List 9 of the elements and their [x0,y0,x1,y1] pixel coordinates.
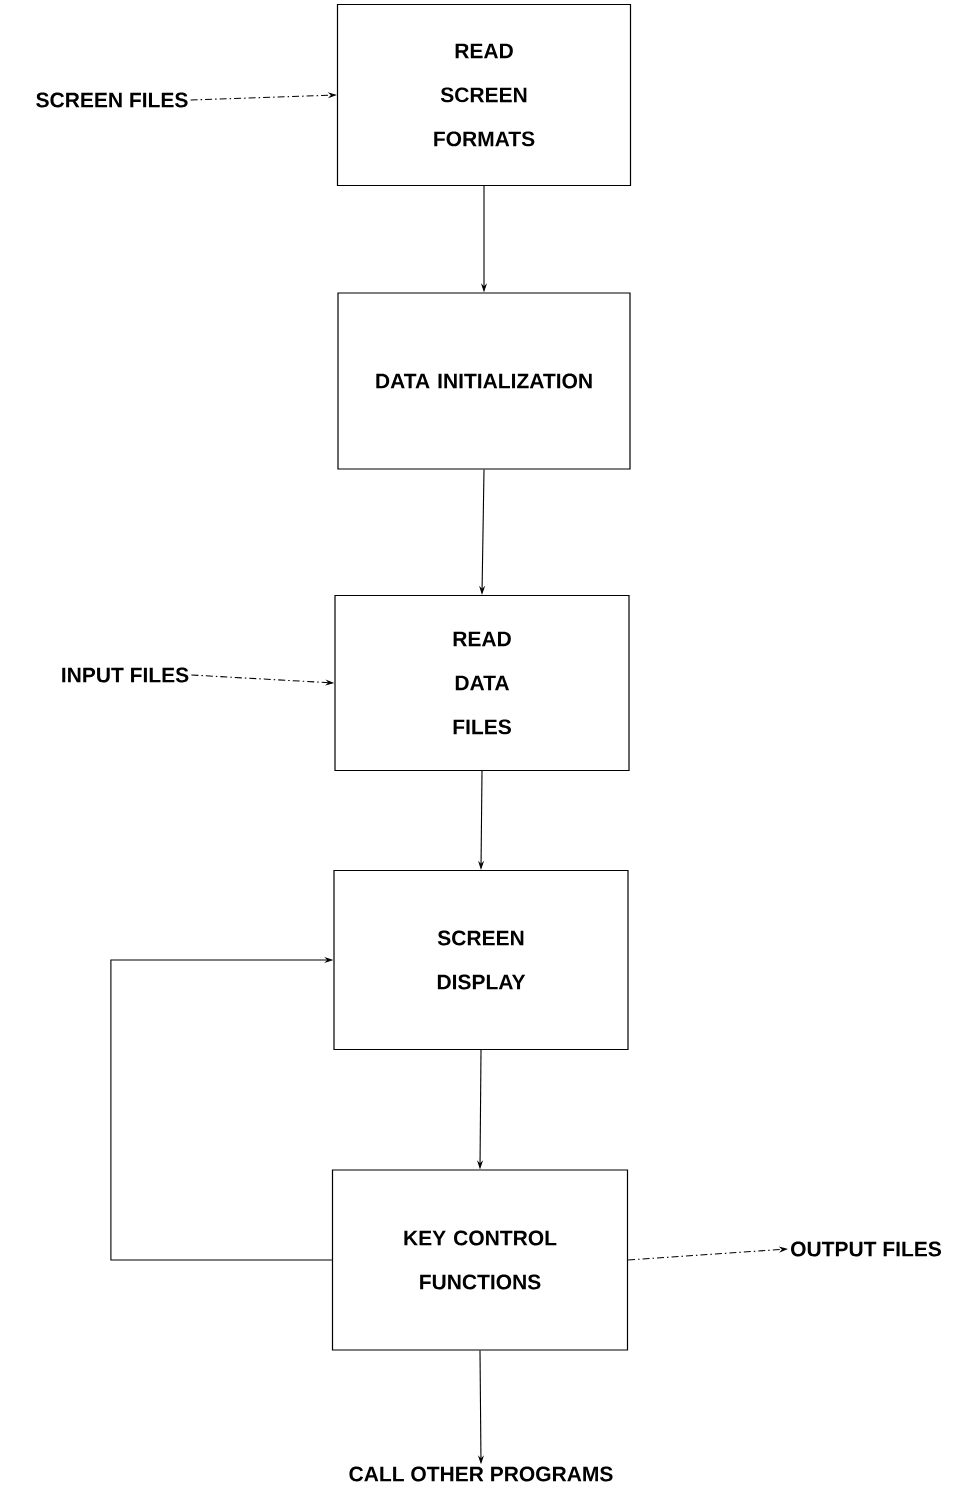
process-box: READ DATA FILES [334,594,630,772]
process-box: KEY CONTROL FUNCTIONS [331,1169,629,1351]
file-label: SCREEN FILES [36,92,188,108]
file-label: INPUT FILES [62,667,189,683]
process-box: READ SCREEN FORMATS [336,3,632,187]
process-box: SCREEN DISPLAY [333,869,629,1051]
process-box: DATA INITIALIZATION [337,292,631,470]
file-label: CALL OTHER PROGRAMS [349,1466,613,1482]
file-label: OUTPUT FILES [791,1241,941,1257]
